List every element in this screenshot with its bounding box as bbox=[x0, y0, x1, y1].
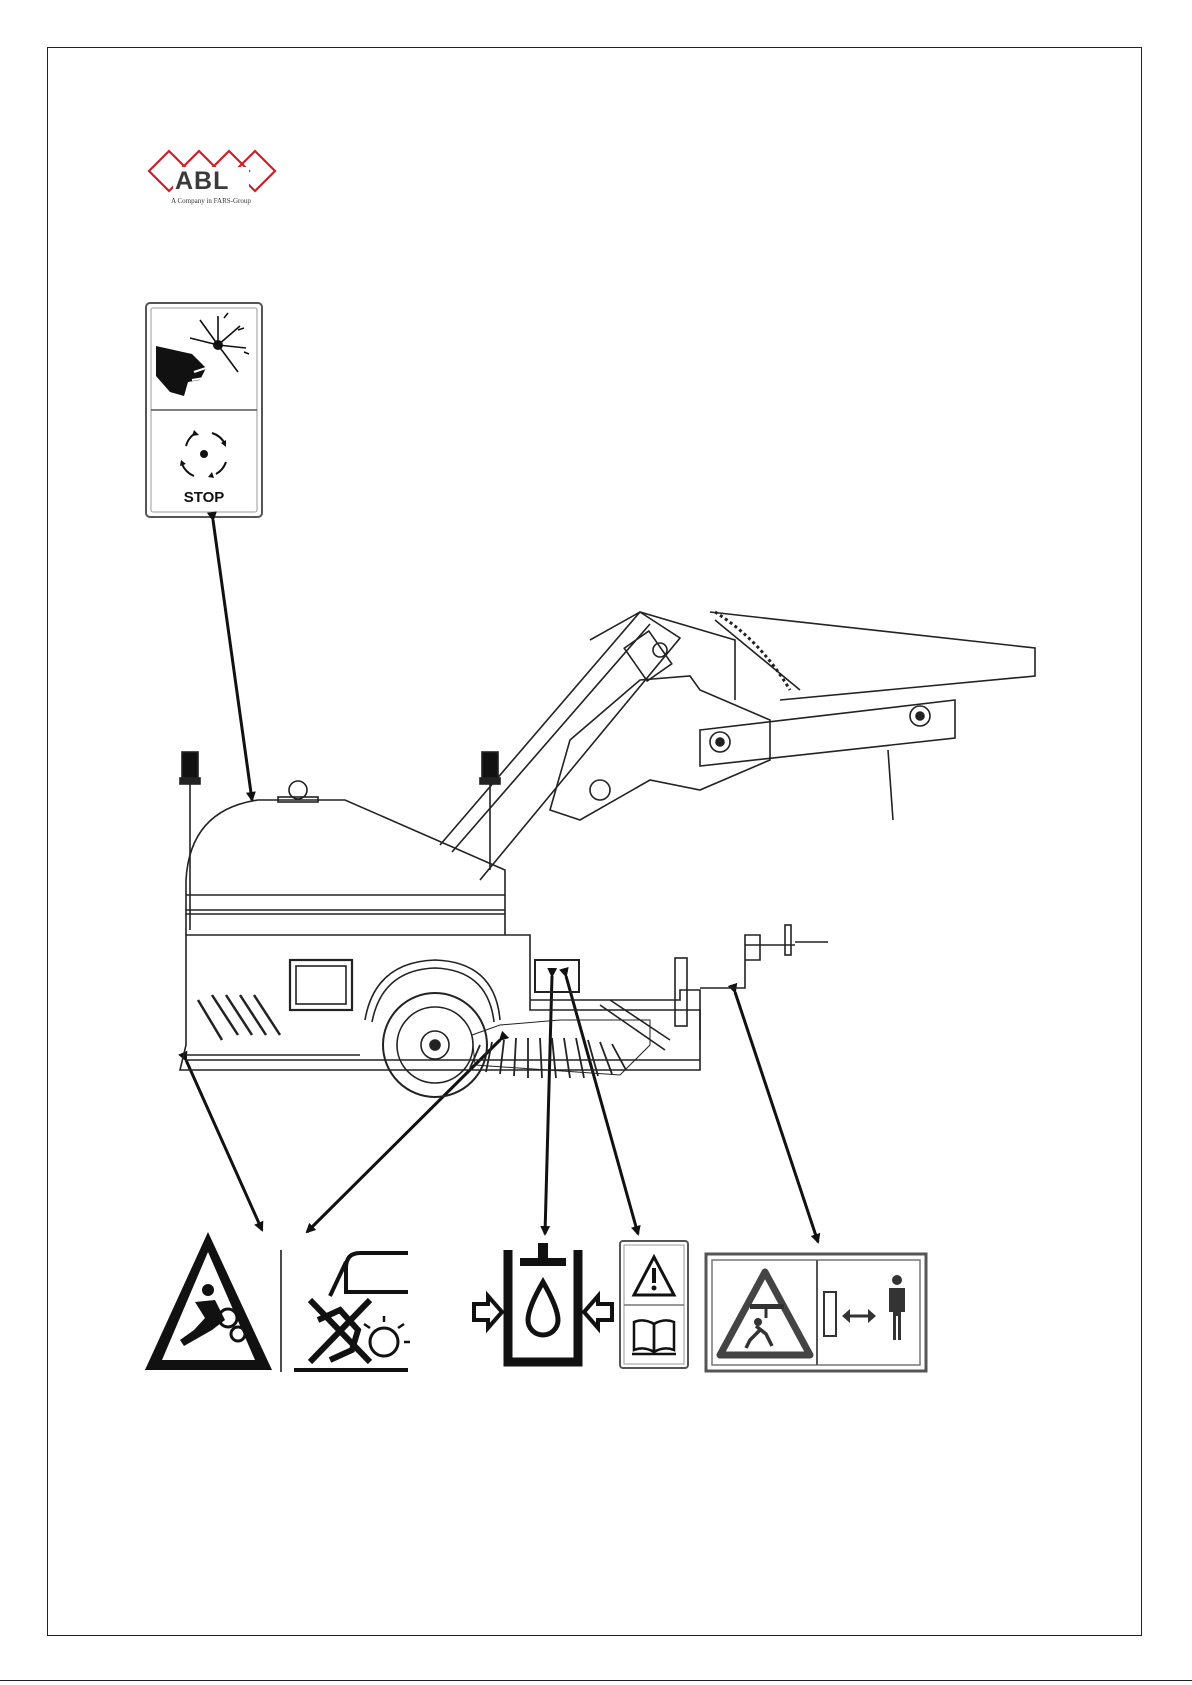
caution-read-manual-decal bbox=[620, 1241, 688, 1368]
callout-arrows bbox=[186, 520, 818, 1242]
street-sweeper-drawing bbox=[180, 612, 1035, 1097]
entanglement-warning-triangle-icon bbox=[145, 1232, 272, 1370]
hydraulic-pressure-icon bbox=[474, 1243, 612, 1362]
crush-hazard-distance-decal bbox=[706, 1254, 926, 1371]
stop-label: STOP bbox=[184, 489, 225, 506]
no-crawl-under-machine-icon bbox=[294, 1253, 410, 1370]
rotating-brush-stop-decal: STOP bbox=[146, 303, 262, 517]
